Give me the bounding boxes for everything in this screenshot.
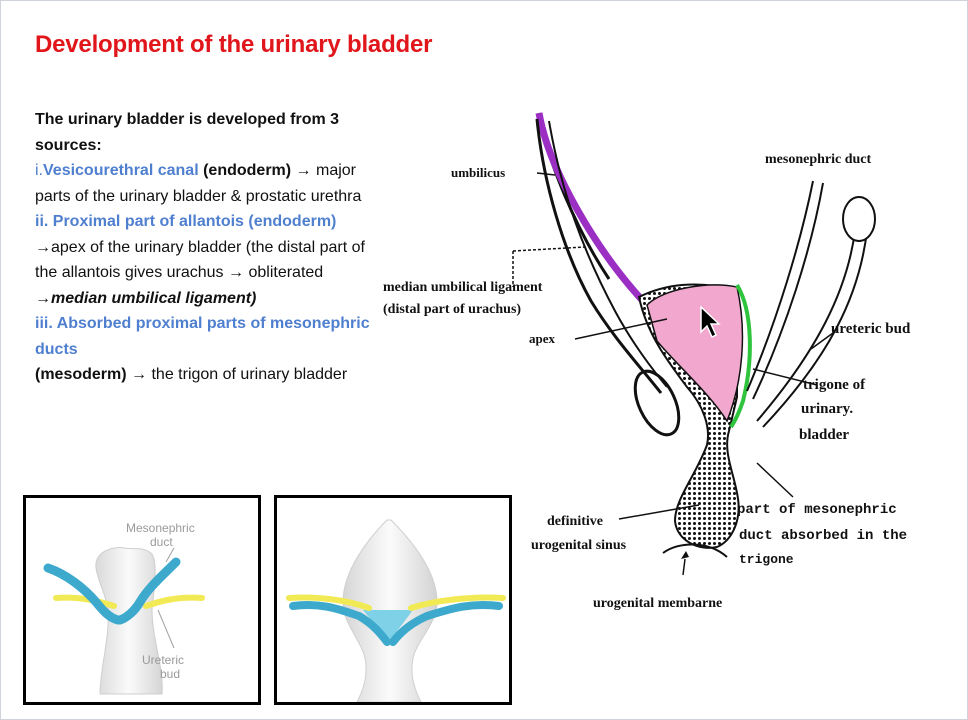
slide-body-text: The urinary bladder is developed from 3 … [35,107,375,388]
allantois-purple [535,112,646,304]
label-ureteric: Ureteric [142,653,184,667]
label-trigone-2: urinary. [801,401,853,417]
source-1-description: major parts of the urinary bladder & pro… [35,162,362,205]
urachus-left-wall [535,118,663,394]
hindgut-oval [633,369,681,437]
label-part-of-duct-1: part of mesonephric [737,502,897,518]
urogenital-membrane-line [662,543,728,558]
ureteric-bud-right [408,594,506,611]
trigone-area [363,610,413,642]
mesonephric-duct-2 [752,182,824,400]
mesonephric-duct-1 [746,180,814,392]
mouse-cursor-icon [700,306,721,339]
bladder-shape [95,547,163,695]
label-apex: apex [529,331,556,346]
ureteric-bud-2 [762,230,868,428]
label-part-of-duct-2: duct absorbed in the [739,528,907,544]
bladder-illustration-2 [286,519,506,702]
source-3-name: iii. Absorbed proximal parts of mesoneph… [35,315,370,358]
source-1-origin: (endoderm) [203,162,292,179]
label-trigone-3: bladder [799,427,849,443]
ureteric-bud-right [143,594,205,609]
label-bud: bud [160,667,180,681]
urinary-bladder-diagram: umbilicus mesonephric duct median umbili… [383,112,911,611]
slide-title: Development of the urinary bladder [35,31,433,58]
label-median-ligament: median umbilical ligament [383,280,543,295]
urachus-right-wall [548,120,668,388]
source-2-description: apex of the urinary bladder (the distal … [35,238,365,282]
arrow-icon: → [35,238,51,256]
label-ureteric-bud: ureteric bud [831,321,911,337]
label-part-of-duct-3: trigone [739,552,794,567]
trigone-green [729,283,752,429]
mesonephric-duct-left [43,563,123,625]
source-2-name: ii. Proximal part of allantois (endoderm… [35,213,337,230]
arrow-icon: → [295,162,312,179]
source-2-obliterated: obliterated [248,264,324,281]
mesonephric-duct-left [289,600,391,646]
arrow-icon: → [131,366,148,383]
bladder-illustration-1: Mesonephric duct Ureteric bud [43,521,205,695]
source-1-name: Vesicourethral canal [43,162,199,179]
source-3-description: the trigon of urinary bladder [151,366,348,383]
label-distal-urachus: (distal part of urachus) [383,302,521,317]
ureteric-bud-1 [756,230,856,422]
label-umbilicus: umbilicus [451,165,505,180]
arrow-icon: → [35,289,51,307]
trigone-thumbnail [274,495,512,705]
source-1-number: i. [35,162,43,179]
arrow-icon: → [228,264,245,281]
label-urogenital-membrane: urogenital membarne [593,596,722,611]
label-mesonephric: Mesonephric [126,521,195,535]
metanephric-bud [842,196,876,242]
bladder-pink [646,284,744,423]
source-2-result: median umbilical ligament) [51,289,257,307]
intro-text: The urinary bladder is developed from 3 … [35,111,340,154]
label-trigone-1: trigone of [803,377,866,393]
mesonephric-duct-right [115,557,181,625]
label-mesonephric-duct: mesonephric duct [765,152,872,167]
source-3-origin: (mesoderm) [35,366,127,383]
label-urogenital-sinus: urogenital sinus [531,538,627,553]
label-definitive: definitive [547,514,603,529]
mesonephric-duct-right [389,600,503,646]
mesonephric-thumbnail: Mesonephric duct Ureteric bud [23,495,261,705]
ureteric-bud-left [286,594,372,611]
label-duct: duct [150,535,173,549]
